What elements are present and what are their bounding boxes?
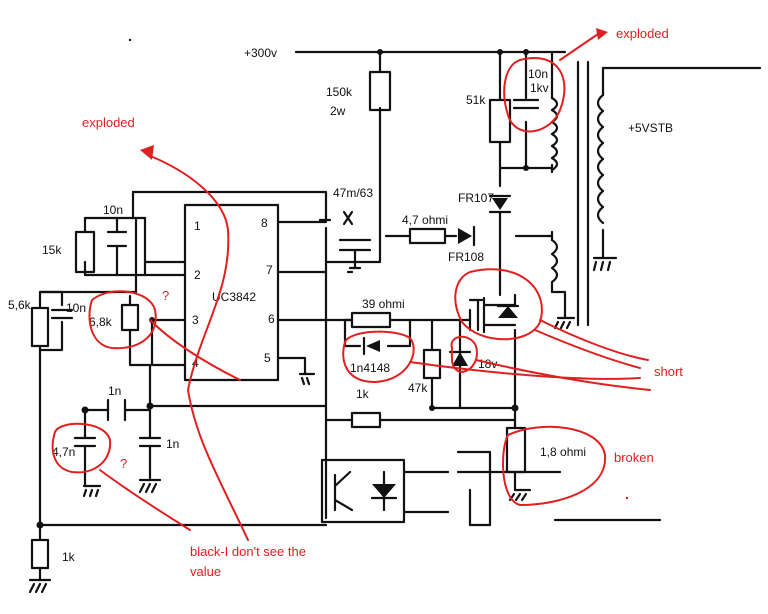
- label-5-6k: 5,6k: [8, 298, 32, 312]
- pin-6: 6: [268, 312, 275, 326]
- resistor-6-8k: [120, 303, 140, 332]
- transformer-primary-icon: [550, 96, 559, 172]
- uc3842-ic: [183, 203, 280, 382]
- pin-3: 3: [192, 313, 199, 327]
- resistor-5-6k: [30, 306, 50, 348]
- label-5vstb: +5VSTB: [628, 121, 673, 135]
- transformer-aux-icon: [550, 238, 559, 284]
- label-18v: 18v: [478, 357, 497, 371]
- resistor-15k: [74, 230, 96, 274]
- capacitor-10n-left: [50, 308, 74, 320]
- optocoupler-icon: [333, 470, 398, 512]
- label-10n-top: 10n: [528, 67, 548, 81]
- zener-18v-icon: [452, 352, 468, 366]
- label-4-7n: 4,7n: [52, 445, 75, 459]
- capacitor-4-7n: [73, 436, 97, 448]
- circle-10n-1kv: [503, 57, 566, 133]
- capacitor-47u-icon: [338, 238, 372, 270]
- capacitor-10n-1kv: [512, 98, 540, 110]
- resistor-39-ohm: [350, 311, 392, 329]
- label-fr107: FR107: [458, 191, 494, 205]
- capacitor-1n-b: [138, 436, 162, 448]
- red-annotations: ? ? exploded exploded short broken black…: [51, 26, 683, 579]
- circle-4-7n: [51, 422, 112, 474]
- annotation-exploded-top: exploded: [616, 26, 669, 41]
- label-47m: 47m/63: [333, 186, 373, 200]
- pin-1: 1: [194, 219, 201, 233]
- label-1k-bottom: 1k: [62, 550, 76, 564]
- circle-6-8k: [88, 290, 157, 350]
- label-150k: 150k: [326, 85, 353, 99]
- resistor-4-7-ohm: [408, 227, 447, 245]
- label-uc3842: UC3842: [212, 290, 256, 304]
- label-1n-b: 1n: [166, 437, 179, 451]
- transformer-secondary-icon: [596, 93, 605, 225]
- annotation-short: short: [654, 364, 683, 379]
- label-39-ohm: 39 ohmi: [362, 297, 405, 311]
- annotation-broken: broken: [614, 450, 654, 465]
- label-4-7-ohm: 4,7 ohmi: [402, 213, 448, 227]
- label-15k: 15k: [42, 243, 62, 257]
- circle-mosfet: [454, 268, 543, 341]
- label-47k: 47k: [408, 381, 428, 395]
- label-1kv: 1kv: [530, 81, 549, 95]
- question-mark-2: ?: [120, 456, 127, 471]
- component-labels: +300v 150k 2w 51k 10n 1kv +5VSTB 47m/63 …: [8, 46, 673, 564]
- resistor-1k-bottom: [30, 538, 50, 570]
- circle-1-8-ohm: [502, 425, 607, 506]
- label-10n-left: 10n: [66, 301, 86, 315]
- diode-fr107-icon: [488, 194, 512, 214]
- pin-7: 7: [266, 263, 273, 277]
- mosfet-icon: [468, 293, 520, 334]
- label-10n-ic: 10n: [103, 203, 123, 217]
- label-6-8k: 6,8k: [89, 315, 113, 329]
- circle-1n4148: [342, 330, 415, 383]
- resistor-150k: [368, 70, 392, 112]
- capacitor-10n-ic: [106, 230, 128, 248]
- components: [30, 70, 605, 570]
- label-51k: 51k: [466, 93, 486, 107]
- annotation-black-note-2: value: [190, 564, 221, 579]
- annotation-black-note-1: black-I don't see the: [190, 544, 306, 559]
- resistor-51k: [488, 98, 512, 144]
- pin-2: 2: [194, 268, 201, 282]
- question-mark-1: ?: [162, 288, 169, 303]
- grounds: [28, 256, 618, 594]
- label-300v: +300v: [244, 46, 277, 60]
- wires: [38, 50, 762, 582]
- resistor-1-8-ohm: [505, 426, 527, 474]
- annotation-exploded-left: exploded: [82, 115, 135, 130]
- label-fr108: FR108: [448, 250, 484, 264]
- label-1-8-ohm: 1,8 ohmi: [540, 445, 586, 459]
- label-150k-w: 2w: [330, 104, 346, 118]
- capacitor-1n-a: [106, 398, 127, 422]
- label-1n4148: 1n4148: [350, 361, 390, 375]
- label-1n-a: 1n: [108, 384, 121, 398]
- circle-zener: [450, 335, 478, 373]
- junction-dots: [36, 49, 529, 529]
- label-1k-mid: 1k: [356, 387, 370, 401]
- resistor-1k-mid: [350, 411, 382, 429]
- diode-1n4148-icon: [366, 340, 380, 352]
- pin-5: 5: [264, 351, 271, 365]
- diode-fr108-icon: [458, 228, 472, 244]
- pin-8: 8: [261, 216, 268, 230]
